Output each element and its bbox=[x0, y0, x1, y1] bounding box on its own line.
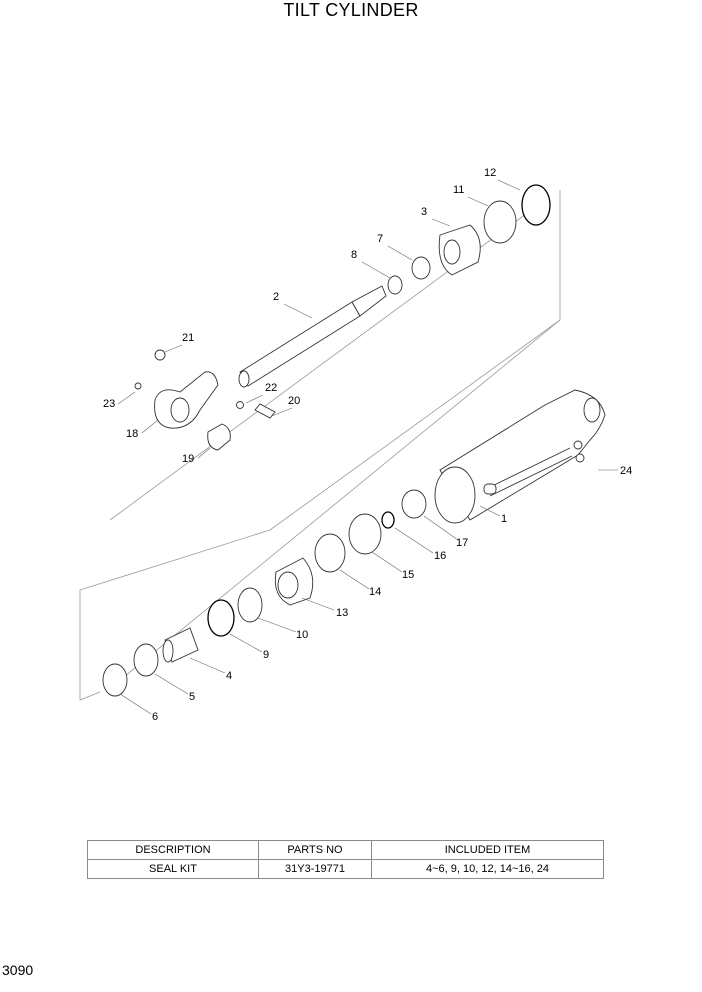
piston-seals bbox=[102, 489, 427, 697]
callout-9: 9 bbox=[263, 649, 269, 661]
cell-included-item: 4~6, 9, 10, 12, 14~16, 24 bbox=[371, 859, 604, 879]
callout-7: 7 bbox=[377, 233, 383, 245]
callout-6: 6 bbox=[152, 711, 158, 723]
callout-20: 20 bbox=[288, 395, 300, 407]
callout-17: 17 bbox=[456, 537, 468, 549]
rod-eye-part bbox=[154, 371, 219, 429]
page-title: TILT CYLINDER bbox=[283, 0, 419, 20]
callout-23: 23 bbox=[103, 398, 115, 410]
callout-1: 1 bbox=[501, 513, 507, 525]
callout-16: 16 bbox=[434, 550, 446, 562]
callout-10: 10 bbox=[296, 629, 308, 641]
callout-11: 11 bbox=[453, 184, 464, 196]
callout-2: 2 bbox=[273, 291, 279, 303]
small-hardware bbox=[134, 349, 276, 419]
callout-3: 3 bbox=[421, 206, 427, 218]
table-row: SEAL KIT 31Y3-19771 4~6, 9, 10, 12, 14~1… bbox=[87, 859, 604, 879]
callout-labels: 12 11 3 7 8 2 21 22 20 23 18 19 24 1 17 … bbox=[103, 167, 632, 723]
header-parts-no: PARTS NO bbox=[258, 840, 372, 860]
seal-kit-table: DESCRIPTION PARTS NO INCLUDED ITEM SEAL … bbox=[87, 840, 604, 879]
cell-description: SEAL KIT bbox=[87, 859, 259, 879]
callout-4: 4 bbox=[226, 670, 232, 682]
callout-19: 19 bbox=[182, 453, 194, 465]
cylinder-tube-part bbox=[434, 389, 606, 524]
page-number: 3090 bbox=[2, 962, 34, 978]
callout-8: 8 bbox=[351, 249, 357, 261]
callout-5: 5 bbox=[189, 691, 195, 703]
gland-seals bbox=[387, 184, 551, 295]
callout-12: 12 bbox=[484, 167, 496, 179]
callout-24: 24 bbox=[620, 465, 632, 477]
callout-13: 13 bbox=[336, 607, 348, 619]
callout-18: 18 bbox=[126, 428, 138, 440]
callout-21: 21 bbox=[182, 332, 194, 344]
callout-15: 15 bbox=[402, 569, 414, 581]
piston-rod-part bbox=[238, 285, 387, 388]
header-description: DESCRIPTION bbox=[87, 840, 259, 860]
callout-14: 14 bbox=[369, 586, 381, 598]
bushing-part bbox=[207, 423, 231, 451]
table-header-row: DESCRIPTION PARTS NO INCLUDED ITEM bbox=[87, 840, 604, 860]
header-included-item: INCLUDED ITEM bbox=[371, 840, 604, 860]
cell-parts-no: 31Y3-19771 bbox=[258, 859, 372, 879]
leader-lines bbox=[117, 179, 618, 715]
callout-22: 22 bbox=[265, 382, 277, 394]
